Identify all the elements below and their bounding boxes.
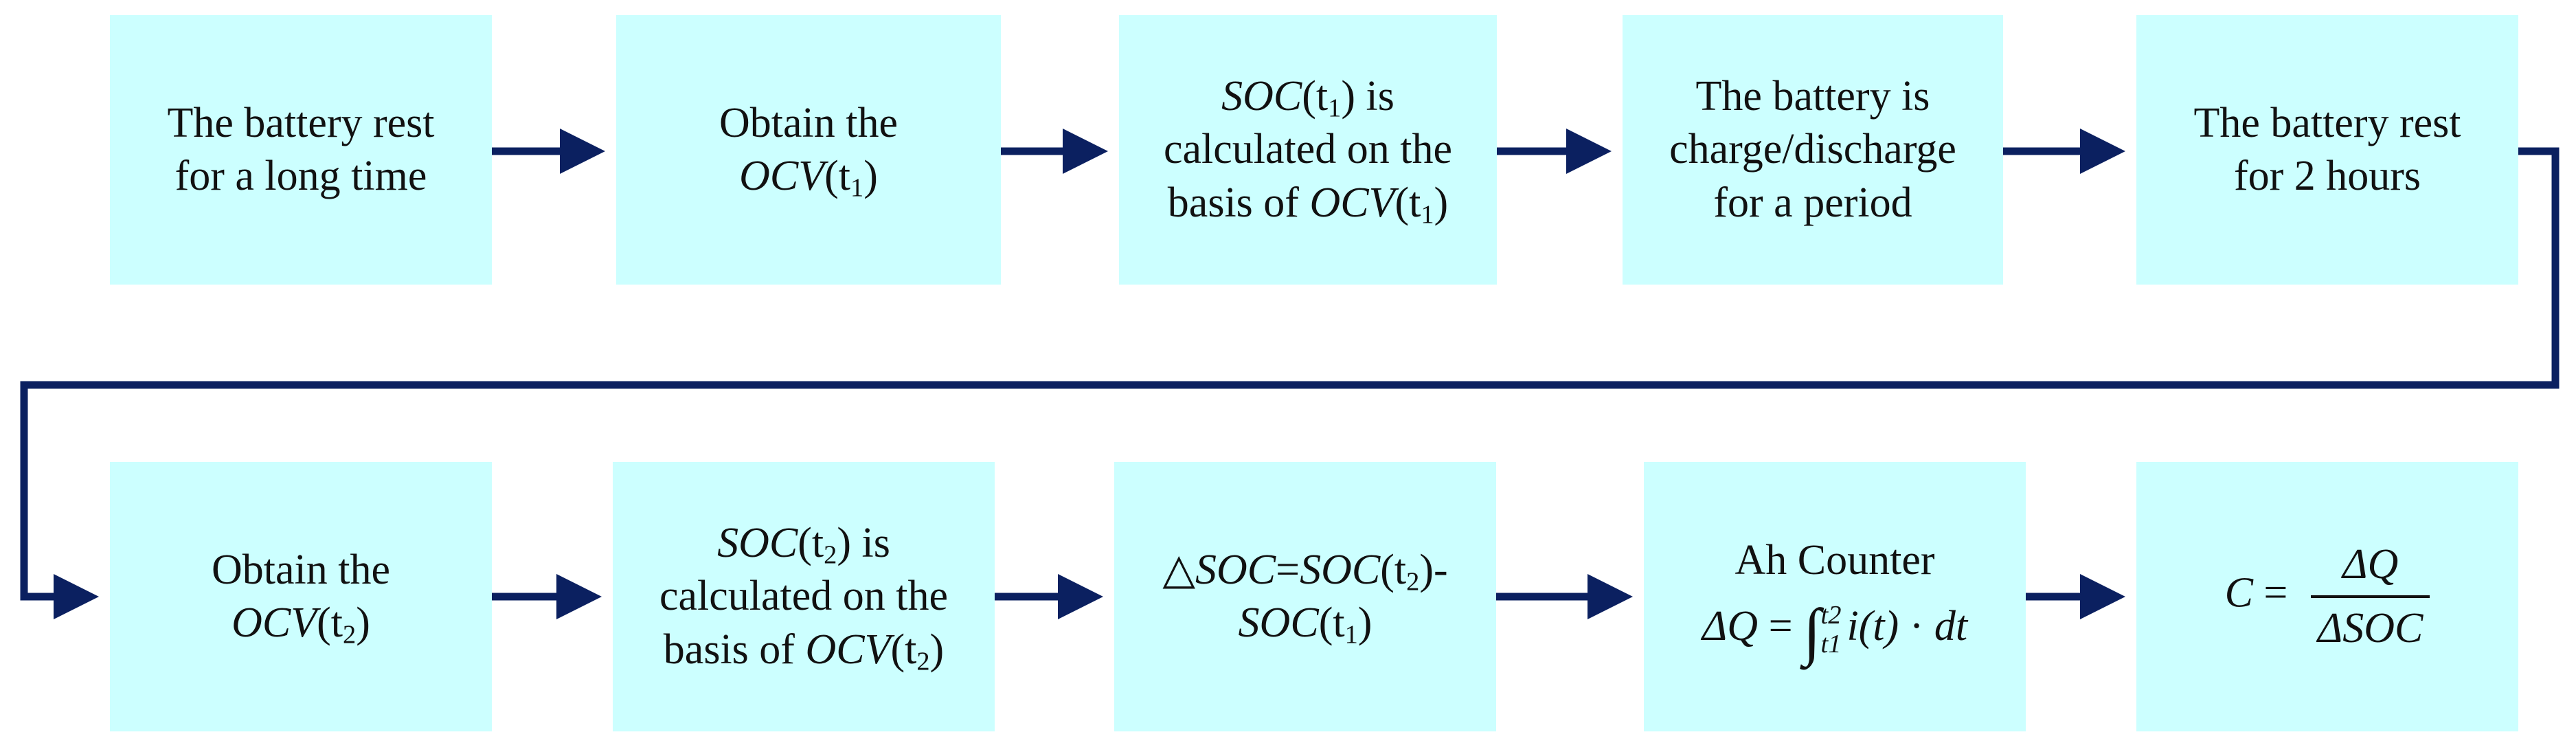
step-battery-rest-long: The battery rest for a long time — [110, 15, 492, 285]
step-text-line: for a period — [1713, 179, 1912, 226]
paren-close: ) — [929, 626, 945, 673]
step-text-line: Obtain the — [719, 99, 898, 146]
paren-close: ) — [356, 599, 370, 646]
var-soc: SOC — [1238, 599, 1319, 646]
paren-open: (t — [1318, 599, 1345, 646]
lower-limit: t1 — [1820, 630, 1842, 659]
equals-sign: = — [1276, 546, 1300, 593]
equals-sign: = — [2252, 569, 2298, 617]
step-text-line: Obtain the — [212, 546, 390, 593]
var-delta-q: ΔQ — [1702, 602, 1759, 650]
var-ocv: OCV — [231, 599, 317, 646]
step-text-line: for a long time — [174, 153, 427, 199]
step-formula-line: SOC(t2) is — [717, 517, 890, 571]
paren-open: (t — [824, 153, 850, 199]
step-text-line: The battery rest — [167, 99, 435, 146]
step-obtain-ocv-t2: Obtain the OCV(t2) — [110, 462, 492, 731]
step-soc-t2-calculated: SOC(t2) is calculated on the basis of OC… — [613, 462, 995, 731]
text-tail: )- — [1419, 546, 1448, 593]
text-tail: ) is — [837, 519, 890, 566]
step-charge-discharge: The battery is charge/discharge for a pe… — [1623, 15, 2003, 285]
paren-close: ) — [1357, 599, 1372, 646]
step-formula-line: OCV(t2) — [231, 597, 370, 650]
integrand: i(t) — [1846, 602, 1899, 650]
step-formula-line: △SOC=SOC(t2)- — [1162, 544, 1447, 597]
paren-open: (t — [317, 599, 343, 646]
var-c: C — [2224, 569, 2253, 617]
step-text-line: calculated on the — [1163, 126, 1452, 173]
step-delta-soc: △SOC=SOC(t2)- SOC(t1) — [1114, 462, 1496, 731]
step-formula-line: basis of OCV(t1) — [1168, 177, 1448, 230]
step-text-line: charge/discharge — [1669, 126, 1956, 173]
integral-sign: ∫ — [1803, 596, 1821, 667]
step-text-line: Ah Counter — [1735, 537, 1935, 584]
step-capacity-formula: C = ΔQ ΔSOC — [2136, 462, 2518, 731]
step-formula-line: basis of OCV(t2) — [664, 623, 944, 677]
var-soc: SOC — [1300, 546, 1381, 593]
upper-limit: t2 — [1820, 601, 1842, 630]
step-text-line: The battery rest — [2193, 99, 2461, 146]
denominator: ΔSOC — [2310, 595, 2430, 656]
step-text-line: for 2 hours — [2233, 153, 2421, 199]
step-text-line: calculated on the — [659, 573, 948, 620]
subscript: 1 — [1421, 200, 1434, 230]
equals-sign: = — [1758, 602, 1804, 650]
var-ocv: OCV — [739, 153, 825, 199]
differential: dt — [1934, 602, 1968, 650]
dot-operator: · — [1899, 602, 1934, 650]
step-formula-line: OCV(t1) — [739, 150, 878, 203]
text-tail: ) is — [1341, 72, 1394, 120]
step-formula-line: SOC(t1) is — [1221, 70, 1394, 124]
capacity-formula: C = ΔQ ΔSOC — [2225, 538, 2430, 656]
var-soc: SOC — [717, 519, 798, 566]
step-formula-line: SOC(t1) — [1239, 597, 1372, 650]
subscript: 1 — [1328, 93, 1342, 123]
paren-open: (t — [1302, 72, 1329, 120]
subscript: 1 — [850, 173, 864, 203]
paren-open: (t — [1380, 546, 1407, 593]
subscript: 2 — [1406, 567, 1420, 597]
var-soc: SOC — [1221, 72, 1302, 120]
var-ocv: OCV — [805, 626, 891, 673]
paren-open: (t — [890, 626, 917, 673]
numerator: ΔQ — [2342, 540, 2399, 588]
text-pre: basis of — [1167, 179, 1310, 226]
paren-open: (t — [798, 519, 824, 566]
subscript: 2 — [824, 540, 837, 570]
paren-close: ) — [863, 153, 878, 199]
text-pre: basis of — [663, 626, 806, 673]
step-obtain-ocv-t1: Obtain the OCV(t1) — [616, 15, 1001, 285]
delta-symbol: △ — [1162, 546, 1196, 593]
step-soc-t1-calculated: SOC(t1) is calculated on the basis of OC… — [1119, 15, 1497, 285]
subscript: 2 — [916, 647, 930, 676]
fraction: ΔQ ΔSOC — [2310, 538, 2430, 656]
var-soc: SOC — [1195, 546, 1276, 593]
step-battery-rest-2h: The battery rest for 2 hours — [2136, 15, 2518, 285]
step-text-line: The battery is — [1695, 72, 1930, 120]
subscript: 1 — [1344, 620, 1358, 650]
arrow-b5-b6-wrap — [20, 147, 2560, 619]
paren-open: (t — [1394, 179, 1421, 226]
subscript: 2 — [343, 620, 357, 650]
var-ocv: OCV — [1309, 179, 1395, 226]
paren-close: ) — [1434, 179, 1449, 226]
